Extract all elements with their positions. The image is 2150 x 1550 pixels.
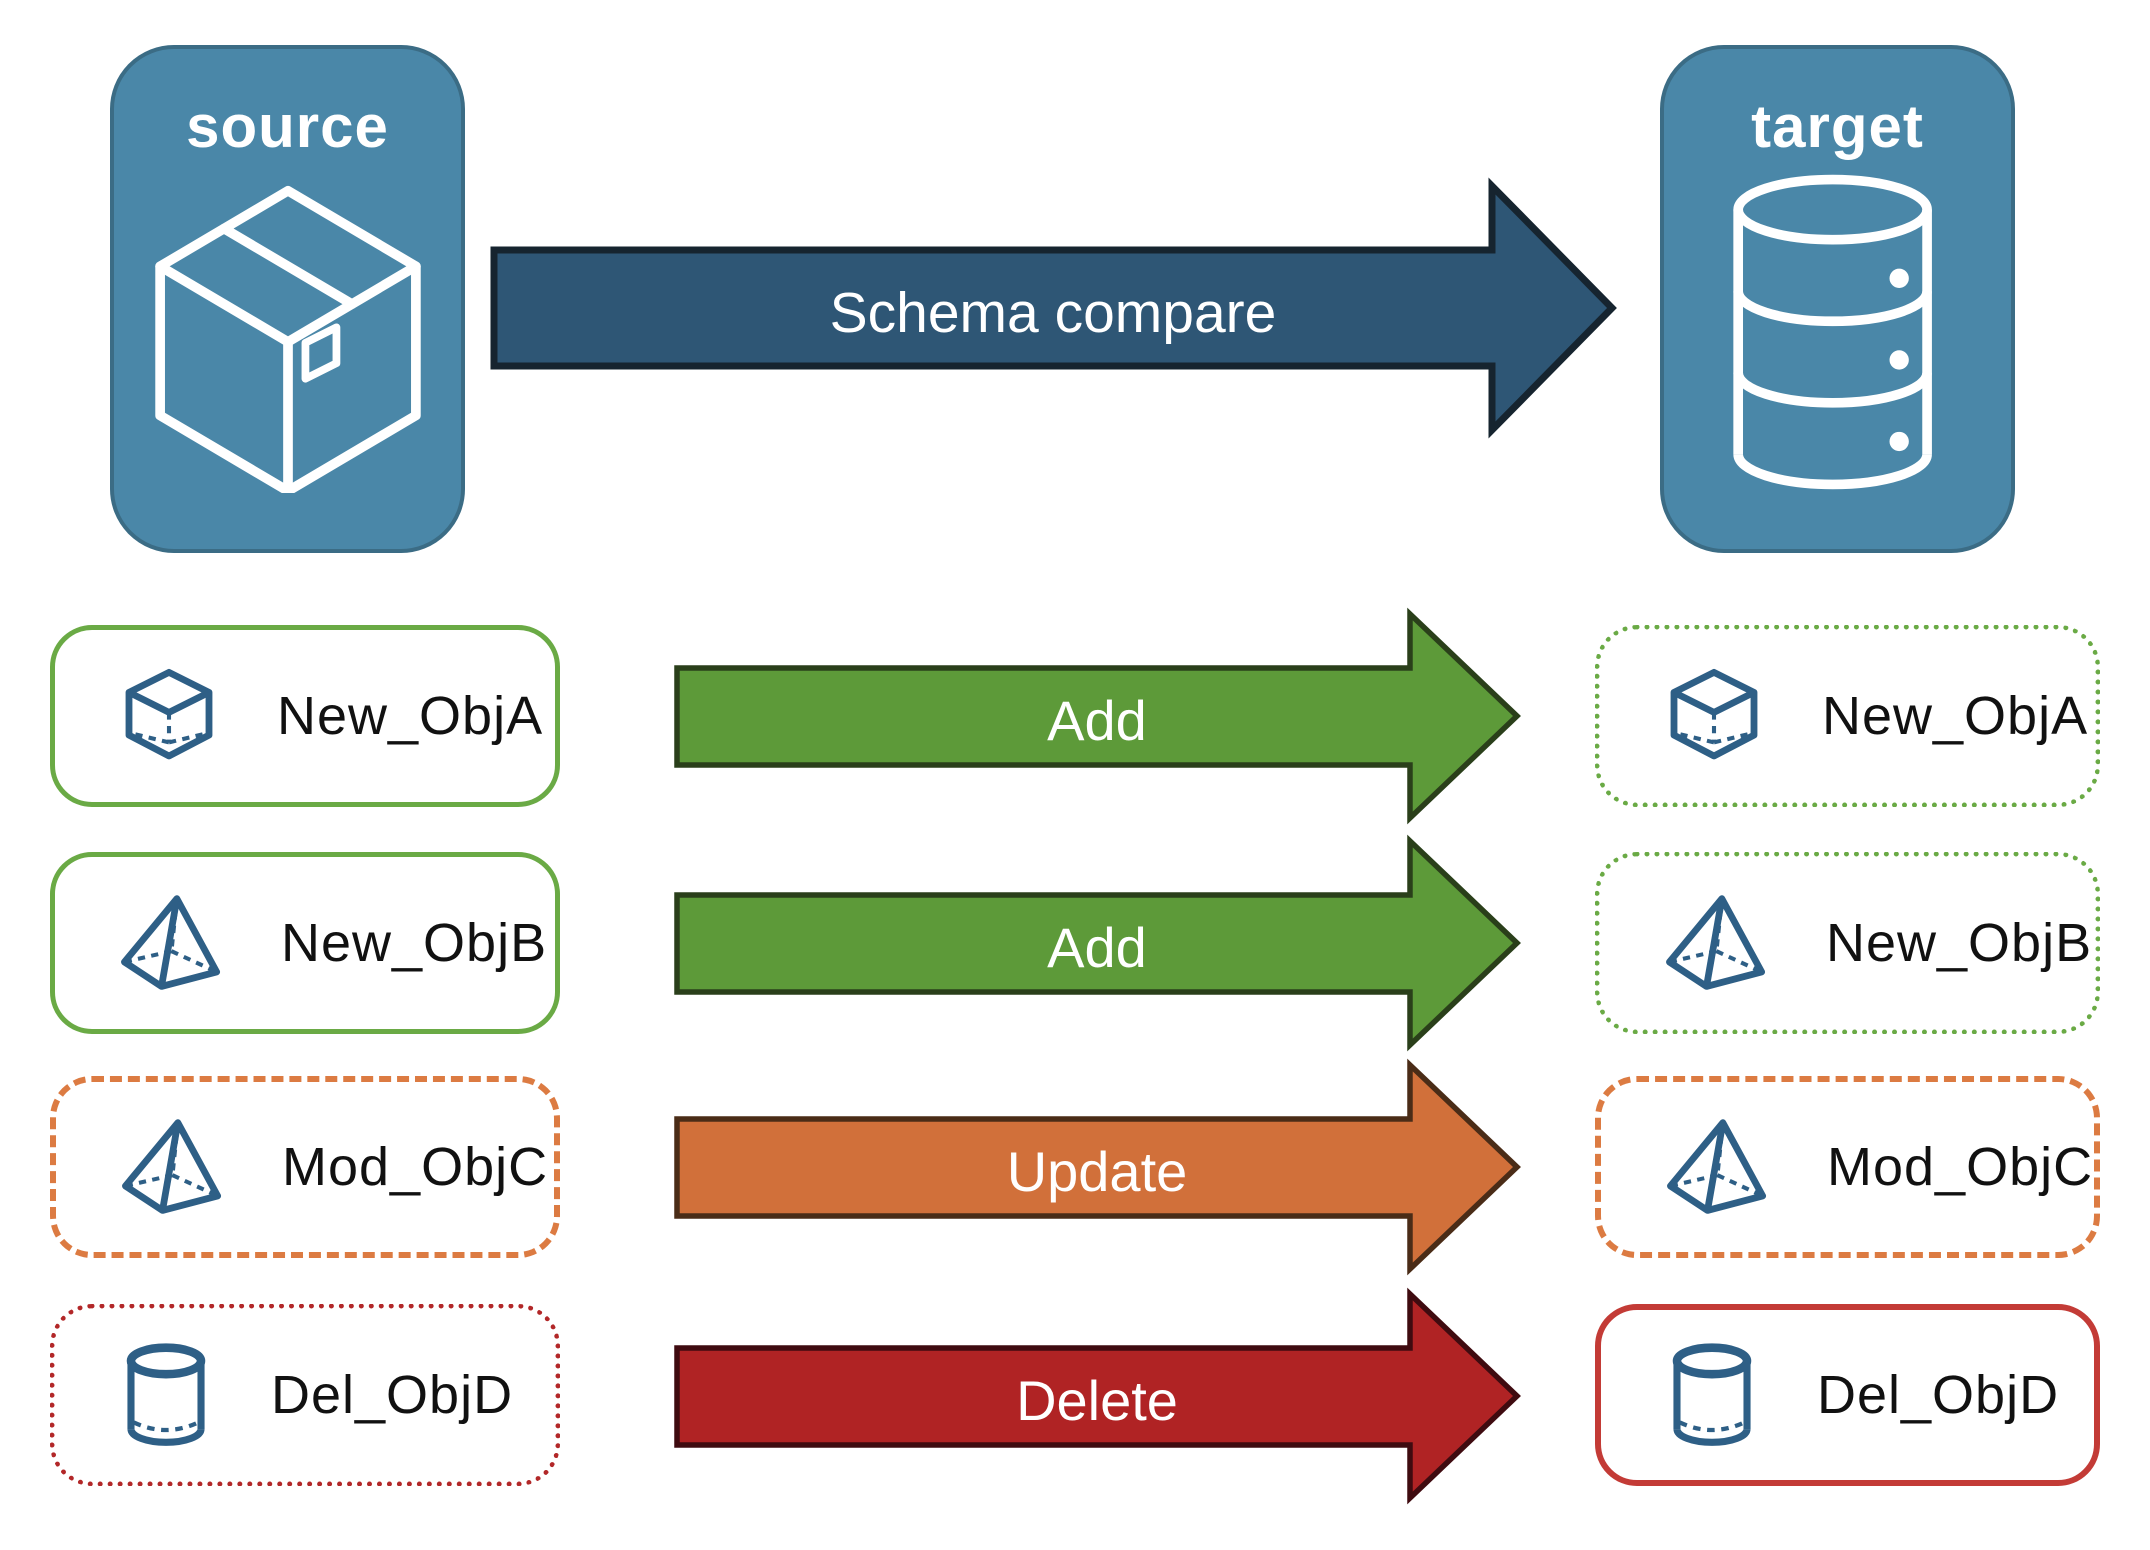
source-object-del-objd: Del_ObjD	[50, 1304, 560, 1486]
source-panel-title: source	[186, 93, 389, 160]
object-label: New_ObjB	[281, 913, 548, 973]
target-object-new-obja: New_ObjA	[1595, 625, 2100, 807]
action-label: Delete	[1016, 1368, 1178, 1432]
cylinder-icon	[119, 1342, 213, 1448]
cylinder-icon	[1665, 1342, 1759, 1448]
source-object-new-obja: New_ObjA	[50, 625, 560, 807]
target-object-del-objd: Del_ObjD	[1595, 1304, 2100, 1486]
pyramid-icon	[1665, 1115, 1769, 1219]
object-label: Del_ObjD	[1817, 1365, 2060, 1425]
action-label: Add	[1047, 915, 1147, 979]
object-label: Del_ObjD	[271, 1365, 514, 1425]
source-panel: source	[110, 45, 465, 553]
action-label: Add	[1047, 688, 1147, 752]
object-label: New_ObjA	[1822, 686, 2089, 746]
target-object-new-objb: New_ObjB	[1595, 852, 2100, 1034]
pyramid-icon	[1664, 891, 1768, 995]
target-panel: target	[1660, 45, 2015, 553]
right-arrow-shape	[674, 1287, 1521, 1505]
right-arrow-shape	[490, 177, 1617, 439]
schema-compare-label: Schema compare	[829, 280, 1277, 345]
cube-icon	[119, 664, 219, 768]
object-label: Mod_ObjC	[282, 1137, 549, 1197]
action-label: Update	[1006, 1139, 1188, 1203]
pyramid-icon	[120, 1115, 224, 1219]
update-arrow-row3: Update	[665, 1058, 1525, 1276]
pyramid-icon	[119, 891, 223, 995]
object-label: New_ObjB	[1826, 913, 2093, 973]
source-object-new-objb: New_ObjB	[50, 852, 560, 1034]
add-arrow-row2: Add	[665, 834, 1525, 1052]
database-icon	[1722, 171, 1954, 493]
object-label: Mod_ObjC	[1827, 1137, 2094, 1197]
right-arrow-shape	[674, 607, 1521, 825]
delete-arrow-row4: Delete	[665, 1287, 1525, 1505]
object-label: New_ObjA	[277, 686, 544, 746]
schema-compare-arrow: Schema compare	[488, 177, 1618, 439]
package-icon	[152, 183, 424, 493]
right-arrow-shape	[674, 834, 1521, 1052]
target-panel-title: target	[1751, 93, 1924, 160]
source-object-mod-objc: Mod_ObjC	[50, 1076, 560, 1258]
right-arrow-shape	[674, 1058, 1521, 1276]
target-object-mod-objc: Mod_ObjC	[1595, 1076, 2100, 1258]
add-arrow-row1: Add	[665, 607, 1525, 825]
cube-icon	[1664, 664, 1764, 768]
